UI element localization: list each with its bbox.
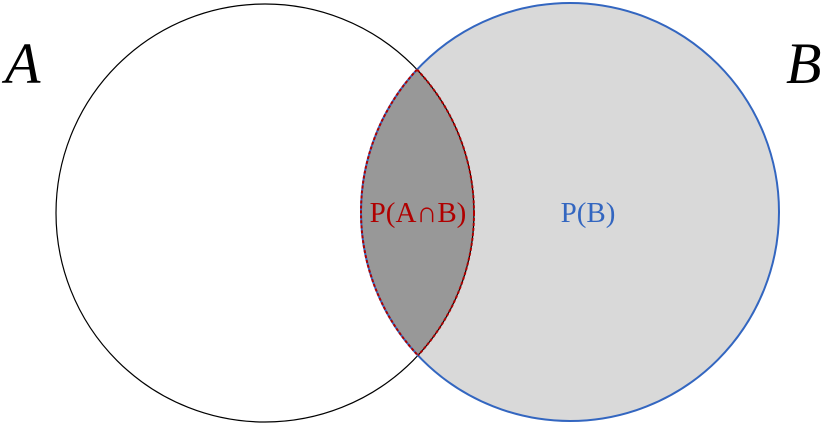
intersection-probability-label: P(A∩B) (370, 197, 467, 229)
intersection-outline-a-arc (361, 3, 475, 421)
set-b-fill (361, 3, 779, 421)
set-b-label: B (786, 31, 821, 96)
intersection-outline-b-arc (360, 4, 474, 422)
set-b-probability-label: P(B) (561, 197, 616, 229)
set-a-label: A (1, 31, 41, 96)
